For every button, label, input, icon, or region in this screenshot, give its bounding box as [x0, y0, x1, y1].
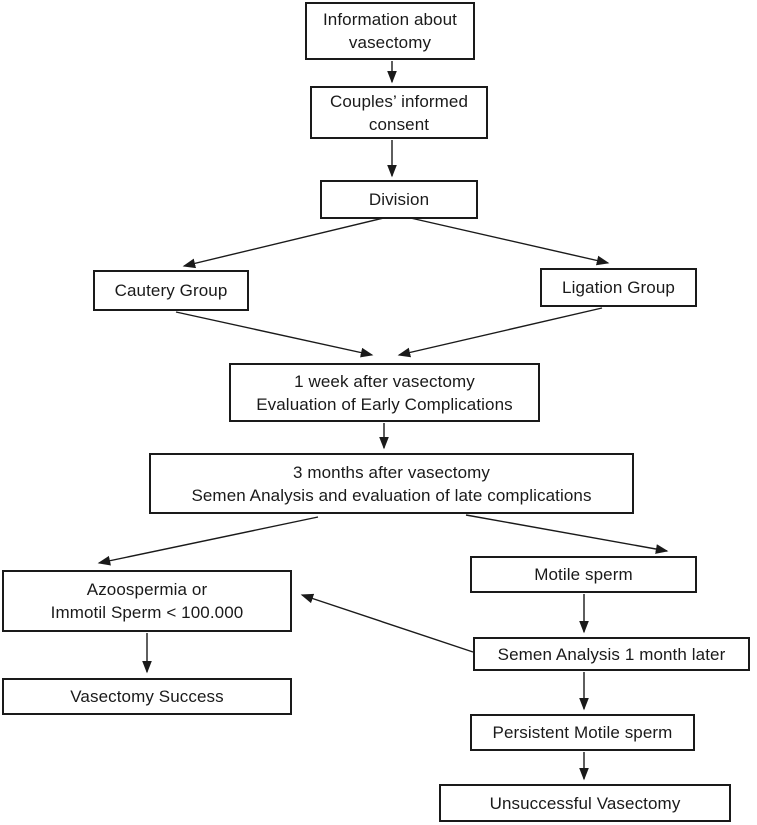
- node-persistent-motile-sperm: Persistent Motile sperm: [470, 714, 695, 751]
- node-ligation-group: Ligation Group: [540, 268, 697, 307]
- node-division: Division: [320, 180, 478, 219]
- node-1-week-after-vasectomy: 1 week after vasectomy Evaluation of Ear…: [229, 363, 540, 422]
- node-text-line: 3 months after vasectomy: [292, 462, 491, 482]
- arrow-months3-to-motile: [465, 514, 669, 554]
- node-couples-informed-consent: Couples’ informed consent: [310, 86, 488, 139]
- node-text-line: Immotil Sperm < 100.000: [50, 603, 244, 622]
- node-text-line: Semen Analysis 1 month later: [497, 644, 726, 664]
- node-semen-analysis-1-month-later: Semen Analysis 1 month later: [473, 637, 750, 671]
- node-text-line: Cautery Group: [114, 281, 228, 300]
- node-unsuccessful-vasectomy: Unsuccessful Vasectomy: [439, 784, 731, 822]
- node-text-line: Azoospermia or: [86, 580, 208, 599]
- node-text-line: consent: [368, 114, 430, 134]
- node-text-line: Couples’ informed: [329, 91, 469, 111]
- node-vasectomy-success: Vasectomy Success: [2, 678, 292, 715]
- node-text-line: Persistent Motile sperm: [492, 723, 673, 742]
- node-motile-sperm: Motile sperm: [470, 556, 697, 593]
- node-text-line: 1 week after vasectomy: [294, 371, 475, 391]
- node-text-line: Unsuccessful Vasectomy: [489, 793, 681, 813]
- arrow-semen1mo-to-azoospermia: [300, 593, 474, 653]
- arrow-months3-to-azoospermia: [97, 516, 319, 566]
- node-information-about-vasectomy: Information about vasectomy: [305, 2, 475, 60]
- arrow-cautery-to-week1: [175, 311, 374, 358]
- node-text-line: Vasectomy Success: [70, 687, 224, 706]
- node-text-line: Information about: [322, 10, 457, 29]
- node-cautery-group: Cautery Group: [93, 270, 249, 311]
- node-text-line: vasectomy: [348, 33, 432, 52]
- node-3-months-after-vasectomy: 3 months after vasectomy Semen Analysis …: [149, 453, 634, 514]
- node-text-line: Ligation Group: [562, 278, 675, 297]
- node-text-line: Semen Analysis and evaluation of late co…: [191, 485, 592, 505]
- arrow-division-to-ligation: [392, 213, 610, 266]
- node-text-line: Evaluation of Early Complications: [256, 394, 513, 414]
- node-text-line: Motile sperm: [534, 565, 633, 584]
- node-azoospermia-or-immotil-sperm: Azoospermia or Immotil Sperm < 100.000: [2, 570, 292, 632]
- arrow-ligation-to-week1: [397, 307, 603, 358]
- node-text-line: Division: [368, 190, 430, 209]
